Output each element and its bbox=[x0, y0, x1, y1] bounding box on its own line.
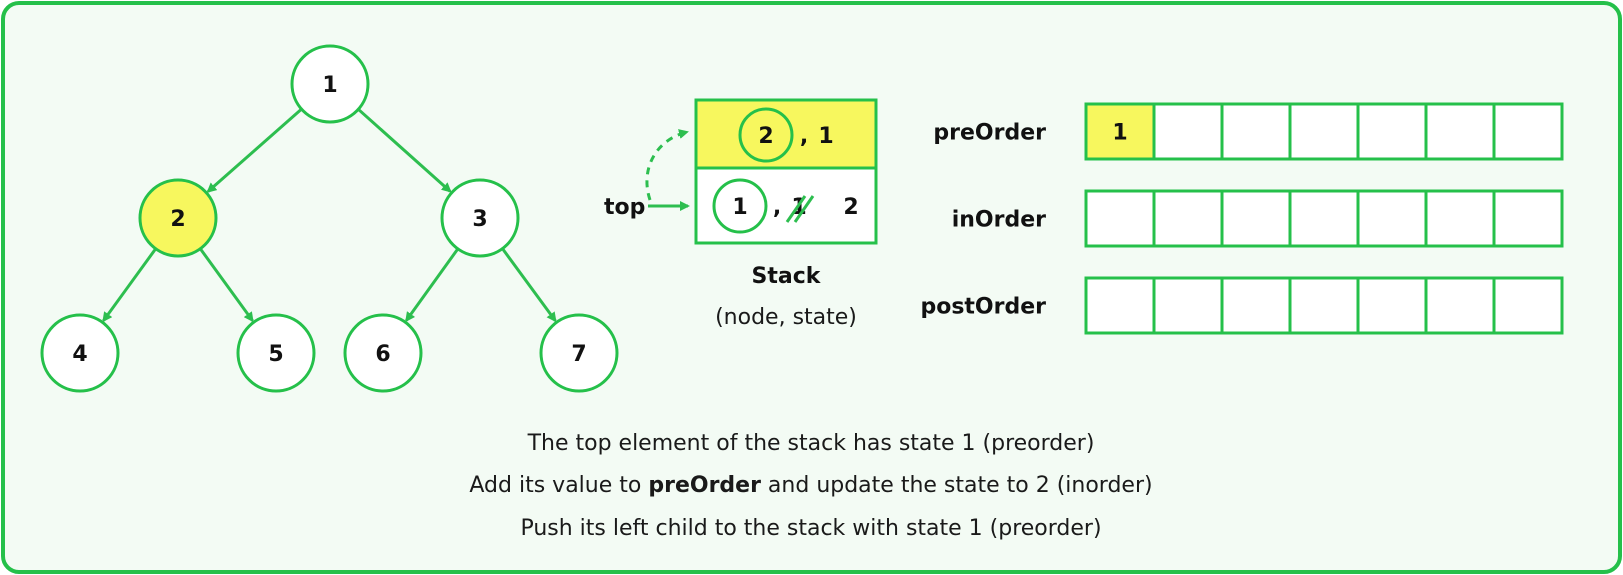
array-cell bbox=[1492, 102, 1564, 161]
tree-node-1: 1 bbox=[290, 44, 370, 124]
array-label: inOrder bbox=[952, 208, 1046, 233]
tree-node-circle bbox=[343, 313, 423, 393]
tree-node-2: 2 bbox=[138, 178, 218, 258]
stack-top-node: 2 bbox=[758, 124, 773, 149]
array-cell bbox=[1220, 102, 1292, 161]
tree-node-circle bbox=[236, 313, 316, 393]
stack-top-pointer-label: top bbox=[604, 195, 645, 220]
array-cell bbox=[1288, 276, 1360, 335]
array-cell bbox=[1492, 276, 1564, 335]
tree-node-3: 3 bbox=[440, 178, 520, 258]
tree-edge-n2-n5 bbox=[199, 247, 254, 323]
caption-line-3: Push its left child to the stack with st… bbox=[520, 516, 1101, 541]
tree-edge-n1-n3 bbox=[357, 108, 452, 193]
tree-node-7: 7 bbox=[539, 313, 619, 393]
caption-line-2: Add its value to preOrder and update the… bbox=[469, 473, 1152, 498]
caption-line-2-post: and update the state to 2 (inorder) bbox=[761, 473, 1153, 498]
array-cell bbox=[1220, 189, 1292, 248]
binary-tree: 1 2 3 4 5 6 7 bbox=[40, 44, 619, 393]
stack-bottom-node: 1 bbox=[732, 195, 747, 220]
array-cell bbox=[1356, 102, 1428, 161]
array-cell-value: 1 bbox=[1112, 121, 1127, 146]
array-cell bbox=[1492, 189, 1564, 248]
tree-node-circle bbox=[40, 313, 120, 393]
array-cell bbox=[1084, 189, 1156, 248]
tree-node-label: 6 bbox=[375, 342, 390, 367]
tree-edges bbox=[102, 108, 557, 323]
tree-node-5: 5 bbox=[236, 313, 316, 393]
array-cell bbox=[1356, 276, 1428, 335]
array-cell bbox=[1152, 102, 1224, 161]
stack-bottom-node-circle bbox=[712, 178, 768, 234]
tree-edge-n3-n7 bbox=[501, 247, 557, 323]
tree-node-label: 1 bbox=[322, 73, 337, 98]
array-cell bbox=[1424, 189, 1496, 248]
tree-node-label: 5 bbox=[268, 342, 283, 367]
tree-edge-n1-n2 bbox=[206, 108, 303, 193]
array-cell bbox=[1424, 276, 1496, 335]
tree-node-4: 4 bbox=[40, 313, 120, 393]
tree-node-circle bbox=[539, 313, 619, 393]
tree-node-label: 3 bbox=[472, 207, 487, 232]
array-label: preOrder bbox=[933, 121, 1046, 146]
tree-node-label: 2 bbox=[170, 207, 185, 232]
array-preOrder: preOrder 1 bbox=[933, 102, 1564, 161]
tree-node-circle bbox=[440, 178, 520, 258]
stack-entry-bottom bbox=[694, 166, 878, 245]
tree-edge-n2-n4 bbox=[102, 247, 157, 323]
array-cell bbox=[1084, 102, 1156, 161]
stack-entry-top bbox=[694, 98, 878, 170]
caption-line-1: The top element of the stack has state 1… bbox=[527, 431, 1095, 456]
caption-line-2-pre: Add its value to bbox=[469, 473, 648, 498]
strike-line-1 bbox=[785, 195, 807, 223]
traversal-arrays: preOrder 1 inOrder postOrder bbox=[920, 102, 1564, 335]
tree-node-label: 7 bbox=[571, 342, 586, 367]
tree-node-circle bbox=[138, 178, 218, 258]
array-label: postOrder bbox=[920, 295, 1046, 320]
array-cell bbox=[1356, 189, 1428, 248]
stack-top-node-circle bbox=[738, 107, 794, 163]
array-cell bbox=[1288, 189, 1360, 248]
array-cell bbox=[1152, 189, 1224, 248]
tree-node-6: 6 bbox=[343, 313, 423, 393]
strike-line-2 bbox=[793, 195, 815, 223]
array-cell bbox=[1084, 276, 1156, 335]
caption-line-2-bold: preOrder bbox=[648, 473, 761, 498]
tree-edge-n3-n6 bbox=[405, 247, 460, 323]
stack-bottom-separator: , bbox=[773, 195, 781, 220]
tree-node-circle bbox=[290, 44, 370, 124]
stack-top-state: 1 bbox=[818, 124, 833, 149]
push-arrow bbox=[645, 129, 689, 201]
stack-bottom-state: 2 bbox=[843, 195, 858, 220]
array-cell bbox=[1288, 102, 1360, 161]
stack-top-separator: , bbox=[800, 124, 808, 149]
stack: 2 , 1 1 , 1 2 top Stack (node, state) bbox=[604, 98, 878, 330]
array-cell bbox=[1152, 276, 1224, 335]
array-cell bbox=[1424, 102, 1496, 161]
stack-subtitle: (node, state) bbox=[715, 305, 857, 330]
array-cell bbox=[1220, 276, 1292, 335]
array-inOrder: inOrder bbox=[952, 189, 1564, 248]
array-postOrder: postOrder bbox=[920, 276, 1564, 335]
stack-title: Stack bbox=[752, 264, 822, 289]
tree-node-label: 4 bbox=[72, 342, 87, 367]
